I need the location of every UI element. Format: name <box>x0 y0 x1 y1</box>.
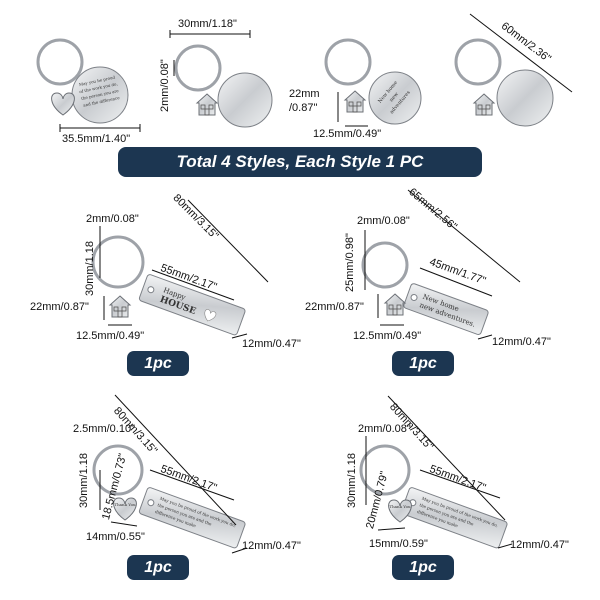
dim-top2-top: 30mm/1.18" <box>178 18 237 30</box>
dim-set2-ring: 2mm/0.08" <box>357 215 410 227</box>
svg-text:Thank You: Thank You <box>389 504 411 509</box>
dim-set3-bar-w: 12mm/0.47" <box>242 540 301 552</box>
count-badge-set3: 1pc <box>127 555 189 580</box>
svg-text:new: new <box>389 91 401 103</box>
dim-set2-bar-w: 12mm/0.47" <box>492 336 551 348</box>
dim-set1-ring-dia: 30mm/1.18 <box>84 240 96 296</box>
keychain-top-4 <box>454 38 554 127</box>
keychain-set-1: Happy HOUSE <box>91 235 246 336</box>
keychain-top-3: New home new adventures <box>324 38 422 125</box>
dim-set4-ring: 2mm/0.08" <box>358 423 411 435</box>
dim-top3-width: 12.5mm/0.49" <box>313 128 382 140</box>
count-badge-set1: 1pc <box>127 351 189 376</box>
dim-set2-house-w: 12.5mm/0.49" <box>353 330 422 342</box>
dim-top2-left: 2mm/0.08" <box>159 59 171 112</box>
dim-set2-ring-dia: 25mm/0.98" <box>344 233 356 292</box>
svg-text:Thank You: Thank You <box>114 502 136 507</box>
dim-set1-house-h: 22mm/0.87" <box>30 301 89 313</box>
dim-top1-width: 35.5mm/1.40" <box>62 133 131 145</box>
keychain-top-2 <box>174 44 273 128</box>
dim-set3-ring: 2.5mm/0.10" <box>73 423 135 435</box>
dim-top3-height-a: 22mm <box>289 88 320 100</box>
dim-set1-ring: 2mm/0.08" <box>86 213 139 225</box>
dim-top3-height-b: /0.87" <box>289 102 318 114</box>
keychain-set-2: New home new adventures. <box>361 241 489 336</box>
dim-set2-house-h: 22mm/0.87" <box>305 301 364 313</box>
count-badge-set2: 1pc <box>392 351 454 376</box>
dim-set4-ring-dia: 30mm/1.18 <box>346 452 358 508</box>
styles-banner: Total 4 Styles, Each Style 1 PC <box>118 147 482 177</box>
dim-set3-heart-w: 14mm/0.55" <box>86 531 145 543</box>
keychain-top-1: May you be proud of the work you do, the… <box>36 38 129 124</box>
count-badge-set4: 1pc <box>392 555 454 580</box>
dim-set1-bar-w: 12mm/0.47" <box>242 338 301 350</box>
dim-set4-heart-w: 15mm/0.59" <box>369 538 428 550</box>
dim-set3-ring-dia: 30mm/1.18 <box>78 452 90 508</box>
dim-set1-house-w: 12.5mm/0.49" <box>76 330 145 342</box>
dim-set4-bar-w: 12mm/0.47" <box>510 539 569 551</box>
